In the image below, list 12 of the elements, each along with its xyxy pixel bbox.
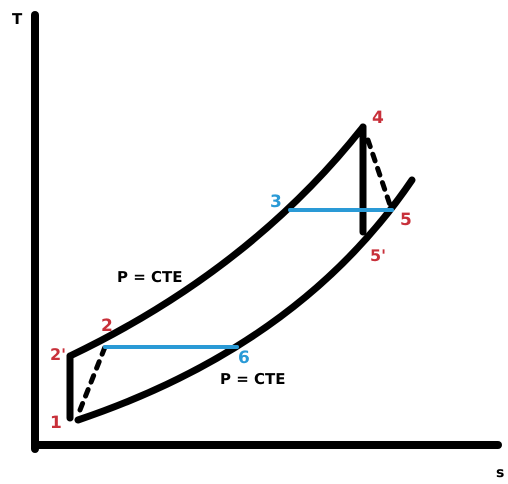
point-label: 2 [101,318,113,335]
point-label: 5' [370,248,386,264]
point-label: 1 [50,415,62,432]
point-label: 3 [270,194,282,211]
point-label: 6 [238,350,250,367]
pressure-label: P = CTE [220,372,286,387]
point-label: 2' [50,347,66,363]
point-label: 4 [372,110,384,127]
point-label: 5 [400,212,412,229]
pressure-label: P = CTE [117,270,182,285]
axis-label: T [12,12,22,27]
axis-label: s [496,466,504,480]
